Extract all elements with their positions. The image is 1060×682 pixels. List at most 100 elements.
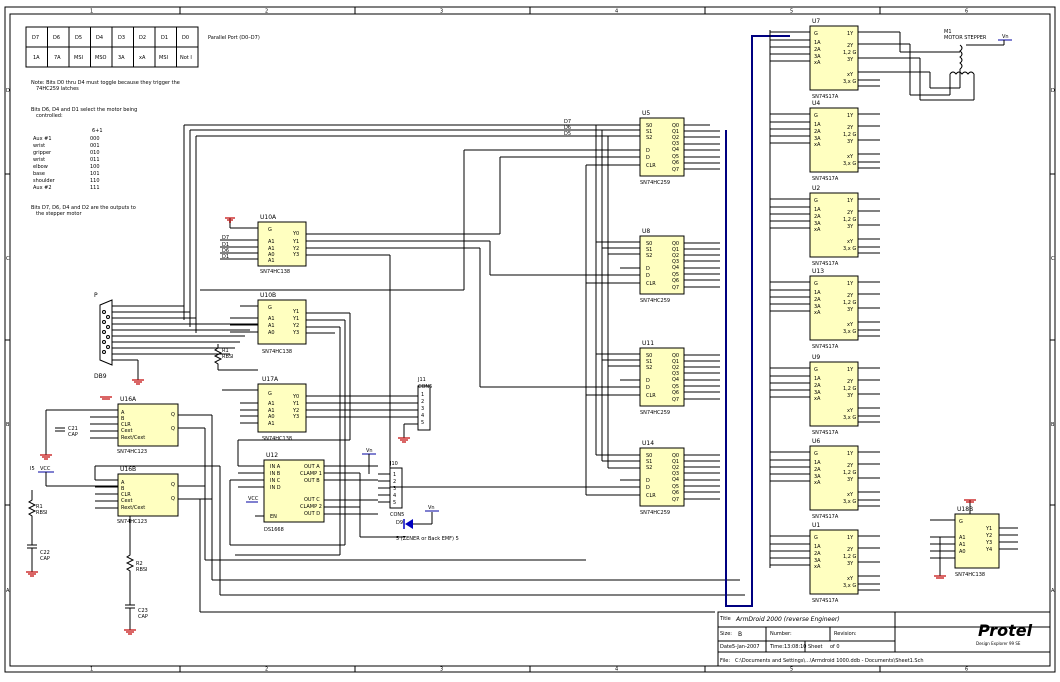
svg-text:IN A: IN A: [270, 464, 281, 470]
part-u7: SN74S17A: [812, 94, 839, 100]
svg-text:D: D: [646, 273, 650, 279]
resistor-r1-left: R1 RBSI C22 CAP: [26, 490, 50, 577]
svg-text:3,x G: 3,x G: [843, 246, 856, 252]
svg-text:S2: S2: [646, 253, 652, 259]
val-cap: CAP: [40, 556, 50, 562]
part-u14: SN74HC259: [640, 510, 670, 516]
svg-text:A: A: [121, 480, 125, 486]
svg-text:1Y: 1Y: [847, 31, 854, 37]
svg-text:Q4: Q4: [672, 477, 679, 483]
file-label: File:: [720, 658, 730, 664]
svg-text:A1: A1: [268, 323, 275, 329]
vcc-label: VCC: [40, 466, 51, 472]
col-label: 6: [965, 667, 968, 673]
svg-text:Y4: Y4: [985, 547, 992, 553]
ref-u11: U11: [642, 340, 654, 347]
time-value: 13:08:10: [784, 644, 806, 650]
motor-code: 110: [90, 178, 100, 184]
svg-text:2Y: 2Y: [847, 125, 854, 131]
protel-logo-sub: Design Explorer 99 SE: [976, 641, 1021, 646]
part-u1: SN74S17A: [812, 598, 839, 604]
port-cell: D1: [161, 35, 168, 41]
svg-text:S2: S2: [646, 465, 652, 471]
svg-text:2Y: 2Y: [847, 293, 854, 299]
row-label: D: [6, 88, 10, 94]
net-label-d6: D6: [564, 125, 571, 131]
svg-text:G: G: [814, 281, 818, 287]
svg-text:Q2: Q2: [672, 253, 679, 259]
net-label-d7: D7: [564, 119, 571, 125]
svg-text:Q1: Q1: [672, 247, 679, 253]
svg-text:A: A: [121, 410, 125, 416]
svg-text:2A: 2A: [814, 47, 821, 53]
svg-text:3A: 3A: [814, 221, 821, 227]
svg-text:Q3: Q3: [672, 141, 679, 147]
sheet-value: of 0: [830, 644, 840, 650]
ref-u4: U4: [812, 100, 820, 107]
svg-text:G: G: [814, 31, 818, 37]
part-u4: SN74S17A: [812, 176, 839, 182]
svg-text:xY: xY: [847, 408, 854, 414]
svg-text:Rext/Cext: Rext/Cext: [121, 435, 145, 441]
bus-wires: [183, 124, 640, 469]
net-d7: D7: [222, 235, 229, 241]
svg-text:xY: xY: [847, 239, 854, 245]
svg-text:xA: xA: [814, 564, 821, 570]
date-label: Date:: [720, 644, 734, 650]
svg-text:3,x G: 3,x G: [843, 79, 856, 85]
resistor-r1-top: R1 RBSI: [213, 344, 258, 371]
motor-code: 111: [90, 185, 100, 191]
svg-text:3,x G: 3,x G: [843, 583, 856, 589]
svg-text:2Y: 2Y: [847, 547, 854, 553]
pwr-15: I5: [30, 466, 35, 472]
note-text: Bits D6, D4 and D1 select the motor bein…: [31, 107, 137, 113]
row-label: A: [1051, 588, 1055, 594]
svg-text:Y0: Y0: [292, 231, 299, 237]
svg-text:A1: A1: [268, 258, 275, 264]
row-label: C: [6, 256, 10, 262]
svg-text:Y2: Y2: [292, 323, 299, 329]
ref-j11: J11: [417, 377, 426, 383]
svg-text:EN: EN: [270, 514, 277, 520]
svg-text:A1: A1: [268, 401, 275, 407]
u12-driver: U12 DS1668 IN AIN BIN CIN DEN OUT ACLAMP…: [238, 452, 405, 538]
vcc-source: VCC I5: [30, 466, 118, 487]
svg-text:Q0: Q0: [672, 453, 679, 459]
svg-text:Q3: Q3: [672, 471, 679, 477]
motor-name: Aux #1: [33, 136, 52, 142]
row-label: D: [1051, 88, 1055, 94]
db9-connector: P DB9: [94, 292, 258, 385]
svg-text:S1: S1: [646, 129, 652, 135]
part-u10a: SN74HC138: [260, 269, 290, 275]
svg-text:D: D: [646, 485, 650, 491]
svg-text:IN B: IN B: [270, 471, 281, 477]
outer-border: [4, 6, 1056, 673]
ref-u12: U12: [266, 452, 278, 459]
svg-text:S2: S2: [646, 135, 652, 141]
svg-text:CLR: CLR: [646, 393, 656, 399]
svg-text:Q: Q: [171, 496, 175, 502]
capacitor-c21: C21 CAP: [40, 426, 78, 460]
svg-text:3Y: 3Y: [847, 224, 854, 230]
svg-text:1A: 1A: [814, 40, 821, 46]
resistor-r2: R2 RBSI C23 CAP: [124, 516, 148, 635]
motor-code: 100: [90, 164, 100, 170]
svg-text:2Y: 2Y: [847, 43, 854, 49]
svg-text:5: 5: [393, 500, 396, 506]
svg-text:CLR: CLR: [646, 281, 656, 287]
motor-code: 000: [90, 136, 100, 142]
col-label: 1: [90, 667, 93, 673]
svg-text:CLAMP 2: CLAMP 2: [300, 504, 322, 510]
svg-text:xA: xA: [814, 396, 821, 402]
port-cell: D4: [96, 35, 103, 41]
svg-text:Y1: Y1: [292, 401, 299, 407]
svg-text:Q6: Q6: [672, 160, 679, 166]
